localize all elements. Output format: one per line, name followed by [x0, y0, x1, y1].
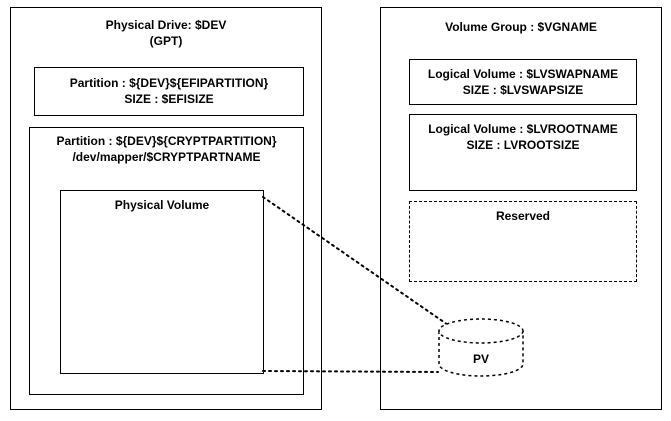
efi-partition-box: Partition : ${DEV}${EFIPARTITION} SIZE :…	[34, 67, 304, 116]
volume-group-box: Volume Group : $VGNAME Logical Volume : …	[380, 7, 662, 410]
crypt-partition-line2: /dev/mapper/$CRYPTPARTNAME	[72, 150, 261, 164]
physical-drive-title-line2: (GPT)	[149, 34, 183, 48]
physical-drive-title: Physical Drive: $DEV (GPT)	[11, 17, 321, 49]
lv-root-line2: SIZE : LVROOTSIZE	[466, 138, 580, 152]
lv-swap-line2: SIZE : $LVSWAPSIZE	[462, 83, 584, 97]
physical-drive-box: Physical Drive: $DEV (GPT) Partition : $…	[10, 7, 322, 410]
lv-swap-line1: Logical Volume : $LVSWAPNAME	[427, 67, 619, 81]
physical-drive-title-line1: Physical Drive: $DEV	[105, 18, 227, 32]
lv-swap-box: Logical Volume : $LVSWAPNAME SIZE : $LVS…	[409, 59, 637, 105]
efi-partition-line1: Partition : ${DEV}${EFIPARTITION}	[69, 76, 269, 90]
volume-group-title: Volume Group : $VGNAME	[445, 20, 597, 34]
lv-root-line1: Logical Volume : $LVROOTNAME	[428, 122, 618, 136]
efi-partition-line2: SIZE : $EFISIZE	[124, 92, 214, 106]
lv-root-box: Logical Volume : $LVROOTNAME SIZE : LVRO…	[409, 114, 637, 191]
reserved-label: Reserved	[495, 209, 551, 223]
crypt-partition-box: Partition : ${DEV}${CRYPTPARTITION} /dev…	[29, 127, 304, 395]
physical-volume-box: Physical Volume	[60, 190, 264, 374]
crypt-partition-line1: Partition : ${DEV}${CRYPTPARTITION}	[56, 134, 277, 148]
reserved-box: Reserved	[409, 201, 637, 282]
physical-volume-label: Physical Volume	[114, 198, 210, 212]
